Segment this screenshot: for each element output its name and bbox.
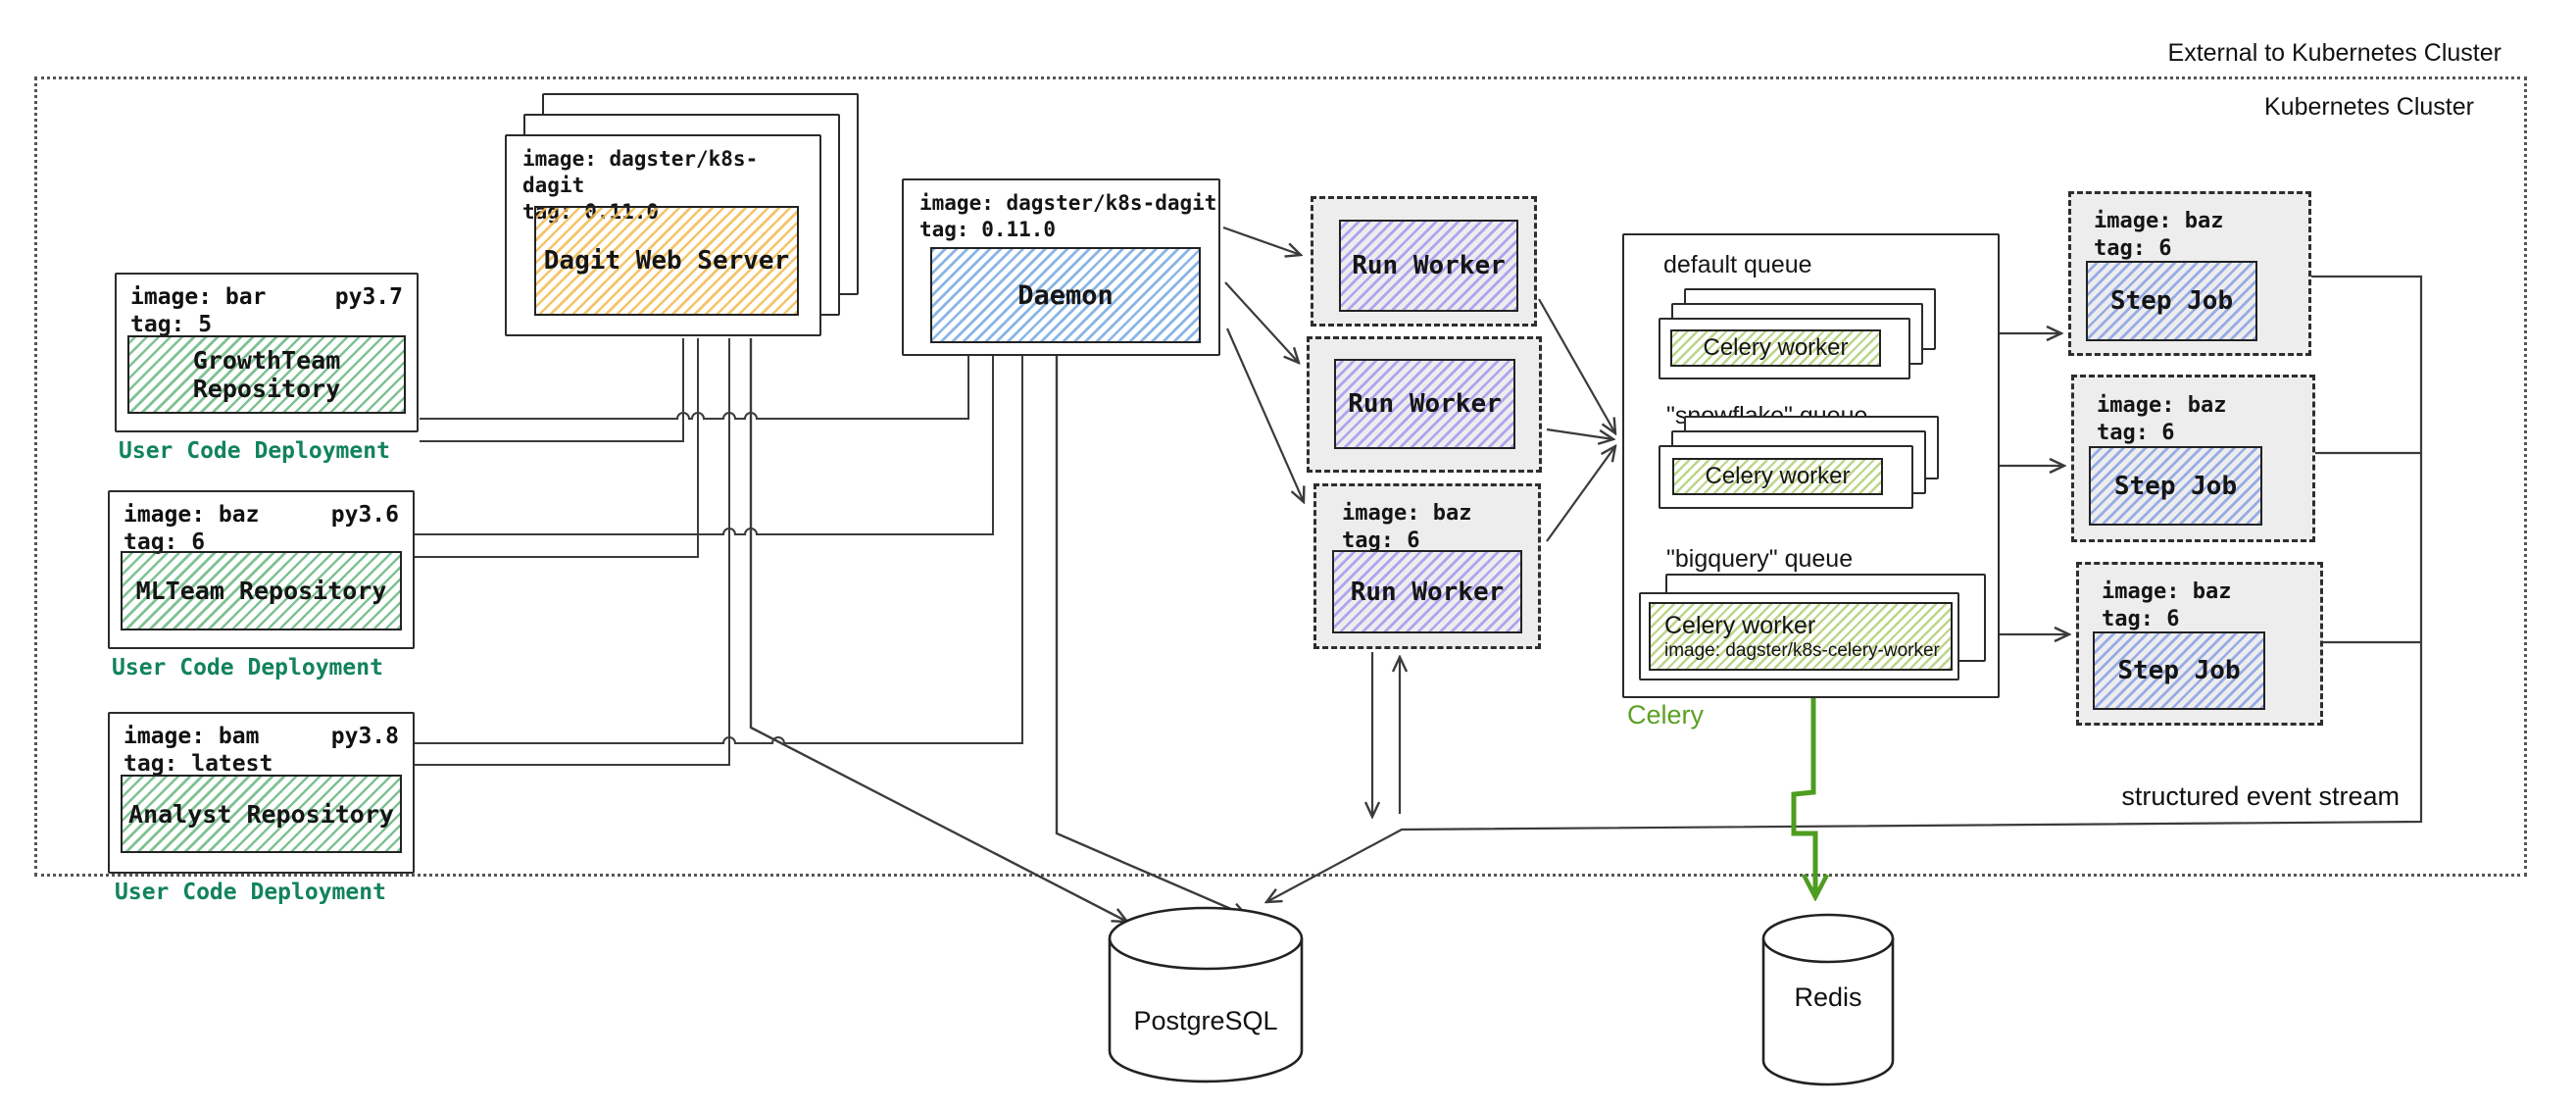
repo3-image-text: image: bam <box>124 724 260 749</box>
repository-box-growthteam: GrowthTeam Repository <box>127 335 406 414</box>
run-worker3-image-text: image: baz <box>1342 501 1472 526</box>
celery-worker-box-2: Celery worker <box>1672 458 1883 495</box>
wire-dagit-postgres <box>749 338 1127 922</box>
wire-repo2-dagit <box>414 338 699 558</box>
run-worker-pod-2: Run Worker <box>1307 336 1542 473</box>
arrow-runworker3-celery <box>1546 446 1615 542</box>
dagit-image-text: image: dagster/k8s-dagit <box>522 147 759 197</box>
user-code-deployment-label-2: User Code Deployment <box>112 655 383 680</box>
repo2-image-text: image: baz <box>124 502 260 528</box>
user-code-deployment-label-1: User Code Deployment <box>119 438 390 464</box>
kubernetes-cluster-label: Kubernetes Cluster <box>2259 93 2478 122</box>
repository-box-mlteam: MLTeam Repository <box>121 551 402 630</box>
wire-repo2-daemon <box>414 356 994 535</box>
step-job-box-3: Step Job <box>2093 631 2265 710</box>
daemon-box: Daemon <box>930 247 1201 343</box>
celery-worker-box-3-image: image: dagster/k8s-celery-worker <box>1664 639 1940 661</box>
bigquery-queue-label: "bigquery" queue <box>1666 545 1854 573</box>
daemon-tag-text: tag: 0.11.0 <box>919 218 1057 241</box>
step-job-pod-2: image: baz tag: 6 Step Job <box>2071 375 2315 542</box>
wire-daemon-postgres <box>1055 356 1247 916</box>
repo3-python-version: py3.8 <box>330 724 399 749</box>
dagit-web-server-box: Dagit Web Server <box>534 206 799 316</box>
run-worker-pod-3: image: baz tag: 6 Run Worker <box>1313 483 1541 649</box>
step-job-box-2: Step Job <box>2089 446 2262 526</box>
event-stream-wires <box>1266 275 2423 902</box>
celery-worker-card-2: Celery worker <box>1659 445 1913 509</box>
step-job-box-1: Step Job <box>2086 261 2257 341</box>
repo1-image-text: image: bar <box>130 284 267 310</box>
grpc-wires <box>414 338 1023 766</box>
dagit-card: image: dagster/k8s-dagit tag: 0.11.0 Dag… <box>505 134 821 336</box>
default-queue-label: default queue <box>1663 251 1812 278</box>
run-worker-box-2: Run Worker <box>1334 359 1515 449</box>
step-job1-image-text: image: baz <box>2094 209 2224 233</box>
step-job-pod-1: image: baz tag: 6 Step Job <box>2068 191 2311 356</box>
user-code-deployment-label-3: User Code Deployment <box>115 880 386 905</box>
repository-box-analyst: Analyst Repository <box>121 775 402 853</box>
user-code-deployment-card-1: image: bar py3.7 tag: 5 GrowthTeam Repos… <box>115 273 419 432</box>
kubernetes-cluster-boundary <box>34 76 2527 877</box>
wire-event-stream <box>1266 275 2423 902</box>
repo2-tag-text: tag: 6 <box>124 529 206 555</box>
arrow-daemon-runworker3 <box>1225 327 1304 502</box>
user-code-deployment-card-2: image: baz py3.6 tag: 6 MLTeam Repositor… <box>108 490 415 649</box>
daemon-card: image: dagster/k8s-dagit tag: 0.11.0 Dae… <box>902 178 1220 356</box>
celery-worker-box-1: Celery worker <box>1670 329 1881 367</box>
daemon-image-text: image: dagster/k8s-dagit <box>919 191 1217 215</box>
celery-box: default queue Celery worker "snowflake" … <box>1622 233 2000 698</box>
wire-repo1-dagit <box>420 338 684 442</box>
run-worker3-tag-text: tag: 6 <box>1342 529 1420 553</box>
celery-label: Celery <box>1627 700 1705 730</box>
run-worker-pod-1: Run Worker <box>1311 196 1537 327</box>
wire-celery-redis <box>1791 698 1815 897</box>
arrow-daemon-runworker2 <box>1224 281 1299 363</box>
user-code-deployment-card-3: image: bam py3.8 tag: latest Analyst Rep… <box>108 712 415 874</box>
snowflake-queue-worker-stack: Celery worker <box>1659 416 1940 510</box>
step-job3-image-text: image: baz <box>2102 579 2232 604</box>
repo1-python-version: py3.7 <box>334 284 403 310</box>
event-stream-label: structured event stream <box>2121 781 2400 811</box>
step-job3-tag-text: tag: 6 <box>2102 607 2180 631</box>
celery-worker-box-3-title: Celery worker <box>1664 611 1816 639</box>
step-job2-tag-text: tag: 6 <box>2097 421 2175 445</box>
wire-repo1-daemon <box>420 356 969 420</box>
redis-label: Redis <box>1794 982 1862 1012</box>
external-cluster-label: External to Kubernetes Cluster <box>2163 39 2505 68</box>
step-job1-tag-text: tag: 6 <box>2094 236 2172 261</box>
arrow-daemon-runworker1 <box>1222 226 1301 255</box>
wire-repo3-dagit <box>414 338 730 766</box>
celery-worker-card-1: Celery worker <box>1659 318 1910 379</box>
postgres-label: PostgreSQL <box>1133 1006 1278 1035</box>
postgres-wires <box>749 338 1247 922</box>
step-job2-image-text: image: baz <box>2097 393 2227 418</box>
redis-cylinder <box>1761 913 1895 1086</box>
repo1-tag-text: tag: 5 <box>130 312 213 337</box>
wire-repo3-daemon <box>414 356 1023 744</box>
celery-worker-card-3: Celery worker image: dagster/k8s-celery-… <box>1639 592 1959 680</box>
step-job-pod-3: image: baz tag: 6 Step Job <box>2076 562 2323 726</box>
repo2-python-version: py3.6 <box>330 502 399 528</box>
arrow-runworker2-celery <box>1546 428 1613 439</box>
repo3-tag-text: tag: latest <box>124 751 273 777</box>
run-worker-box-3: Run Worker <box>1332 550 1522 633</box>
bigquery-queue-worker-stack: Celery worker image: dagster/k8s-celery-… <box>1639 574 1988 681</box>
default-queue-worker-stack: Celery worker <box>1659 288 1937 380</box>
arrow-runworker1-celery <box>1538 298 1615 433</box>
run-worker-box-1: Run Worker <box>1339 220 1518 312</box>
postgres-cylinder <box>1108 906 1304 1083</box>
dagit-stack: image: dagster/k8s-dagit tag: 0.11.0 Dag… <box>505 93 860 337</box>
